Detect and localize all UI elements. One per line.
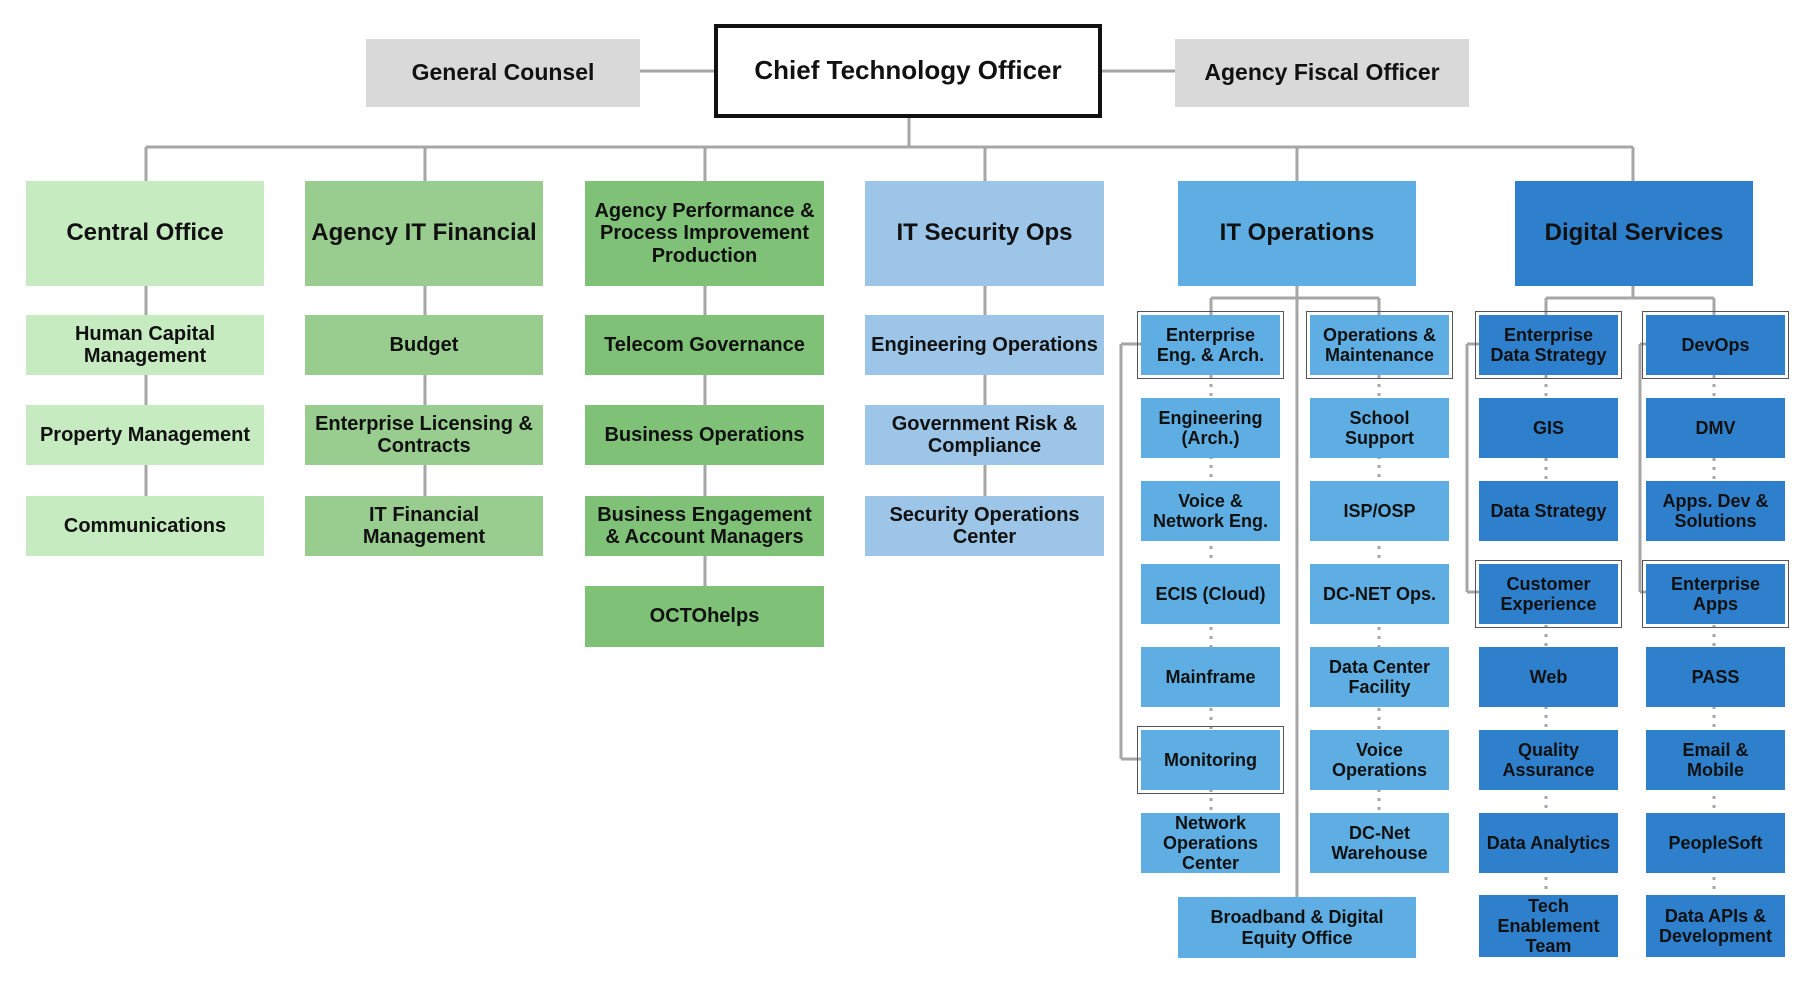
pass-box: PASS [1646, 647, 1785, 707]
data-apis-development-box: Data APIs & Development [1646, 895, 1785, 957]
dc-net-ops-box: DC-NET Ops. [1310, 564, 1449, 624]
it-operations-box: IT Operations [1178, 181, 1416, 286]
network-operations-center-box: Network Operations Center [1141, 813, 1280, 873]
school-support-box: School Support [1310, 398, 1449, 458]
monitoring-box: Monitoring [1137, 726, 1284, 794]
communications-box: Communications [26, 496, 264, 556]
human-capital-management-box: Human Capital Management [26, 315, 264, 375]
ecis-cloud-box: ECIS (Cloud) [1141, 564, 1280, 624]
web-box: Web [1479, 647, 1618, 707]
agency-performance-box: Agency Performance & Process Improvement… [585, 181, 824, 286]
apps-dev-solutions-box: Apps. Dev & Solutions [1646, 481, 1785, 541]
dc-net-warehouse-box: DC-Net Warehouse [1310, 813, 1449, 873]
property-management-box: Property Management [26, 405, 264, 465]
voice-operations-box: Voice Operations [1310, 730, 1449, 790]
enterprise-apps-box: Enterprise Apps [1642, 560, 1789, 628]
devops-box: DevOps [1642, 311, 1789, 379]
enterprise-data-strategy-box: Enterprise Data Strategy [1475, 311, 1622, 379]
enterprise-licensing-contracts-box: Enterprise Licensing & Contracts [305, 405, 543, 465]
digital-services-box: Digital Services [1515, 181, 1753, 286]
customer-experience-box: Customer Experience [1475, 560, 1622, 628]
budget-box: Budget [305, 315, 543, 375]
data-center-facility-box: Data Center Facility [1310, 647, 1449, 707]
agency-fiscal-officer-box: Agency Fiscal Officer [1175, 39, 1469, 107]
gis-box: GIS [1479, 398, 1618, 458]
government-risk-compliance-box: Government Risk & Compliance [865, 405, 1104, 465]
it-financial-management-box: IT Financial Management [305, 496, 543, 556]
tech-enablement-team-box: Tech Enablement Team [1479, 895, 1618, 957]
cto-box: Chief Technology Officer [714, 24, 1102, 118]
peoplesoft-box: PeopleSoft [1646, 813, 1785, 873]
enterprise-eng-arch-box: Enterprise Eng. & Arch. [1137, 311, 1284, 379]
security-operations-center-box: Security Operations Center [865, 496, 1104, 556]
business-operations-box: Business Operations [585, 405, 824, 465]
operations-maintenance-box: Operations & Maintenance [1306, 311, 1453, 379]
engineering-arch-box: Engineering (Arch.) [1141, 398, 1280, 458]
data-strategy-box: Data Strategy [1479, 481, 1618, 541]
data-analytics-box: Data Analytics [1479, 813, 1618, 873]
telecom-governance-box: Telecom Governance [585, 315, 824, 375]
general-counsel-box: General Counsel [366, 39, 640, 107]
business-engagement-box: Business Engagement & Account Managers [585, 496, 824, 556]
isp-osp-box: ISP/OSP [1310, 481, 1449, 541]
engineering-operations-box: Engineering Operations [865, 315, 1104, 375]
mainframe-box: Mainframe [1141, 647, 1280, 707]
central-office-box: Central Office [26, 181, 264, 286]
broadband-digital-equity-box: Broadband & Digital Equity Office [1178, 897, 1416, 958]
quality-assurance-box: Quality Assurance [1479, 730, 1618, 790]
it-security-ops-box: IT Security Ops [865, 181, 1104, 286]
email-mobile-box: Email & Mobile [1646, 730, 1785, 790]
agency-it-financial-box: Agency IT Financial [305, 181, 543, 286]
dmv-box: DMV [1646, 398, 1785, 458]
octohelps-box: OCTOhelps [585, 586, 824, 647]
voice-network-eng-box: Voice & Network Eng. [1141, 481, 1280, 541]
